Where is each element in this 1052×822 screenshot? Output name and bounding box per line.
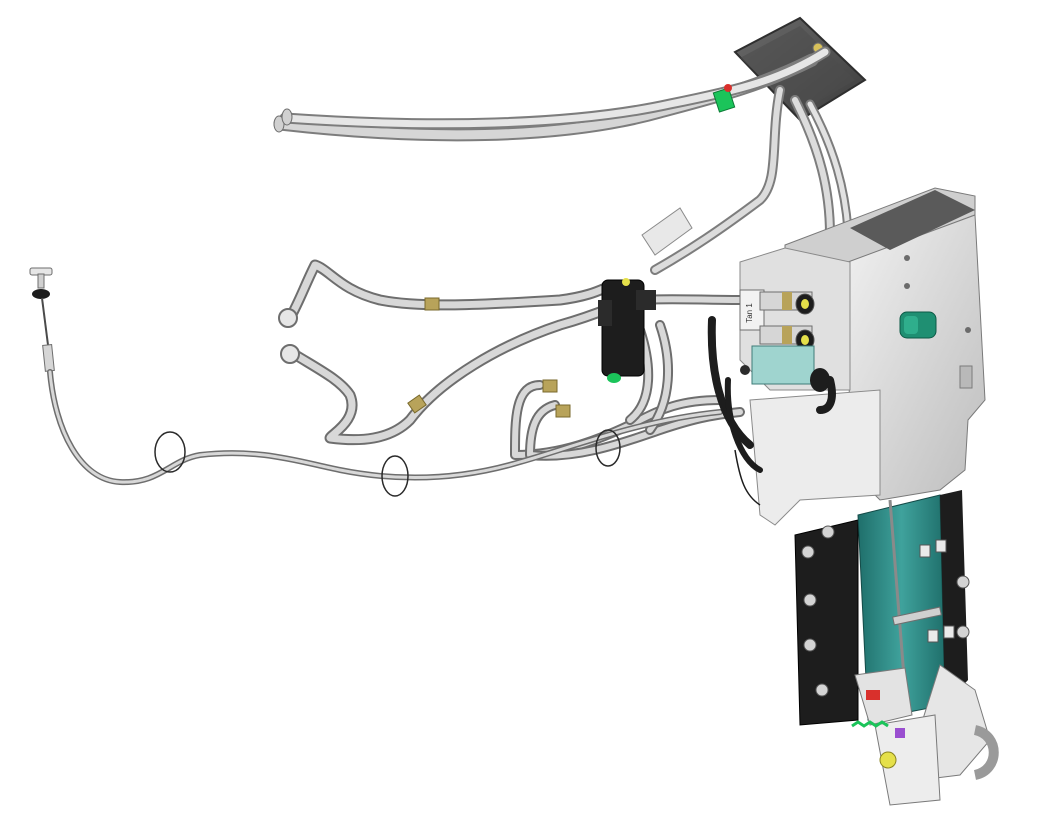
solenoid-valve [598, 278, 656, 383]
coupling-hook [851, 664, 999, 806]
valve-block: Tan 1 [739, 289, 830, 392]
left-tube-runs [278, 259, 745, 461]
brass-fitting-icon [555, 404, 571, 418]
tube-bracket [641, 207, 693, 256]
red-tag-icon [866, 690, 880, 700]
cable-tie-icon [595, 429, 621, 467]
tube-end-fitting-icon [278, 308, 298, 328]
cable-tie-icon [381, 455, 409, 497]
brass-fitting-icon [424, 297, 440, 311]
red-tag-icon [724, 84, 732, 92]
green-clip-icon [712, 87, 736, 113]
tube-end-fitting-icon [280, 344, 300, 364]
cylinder-assembly [794, 490, 970, 726]
air-valve-housing [739, 187, 986, 526]
control-cable [29, 267, 723, 497]
cable-tie-icon [154, 431, 186, 473]
plate-drop-tubes [641, 85, 853, 275]
yellow-pin-icon [879, 751, 897, 769]
brass-fitting-icon [407, 394, 427, 414]
main-hose-pair [273, 46, 831, 142]
brass-fitting-icon [542, 379, 558, 393]
green-fitting-icon [607, 373, 621, 383]
flex-hoses [707, 316, 836, 506]
valve-tag-label: Tan 1 [745, 303, 754, 323]
